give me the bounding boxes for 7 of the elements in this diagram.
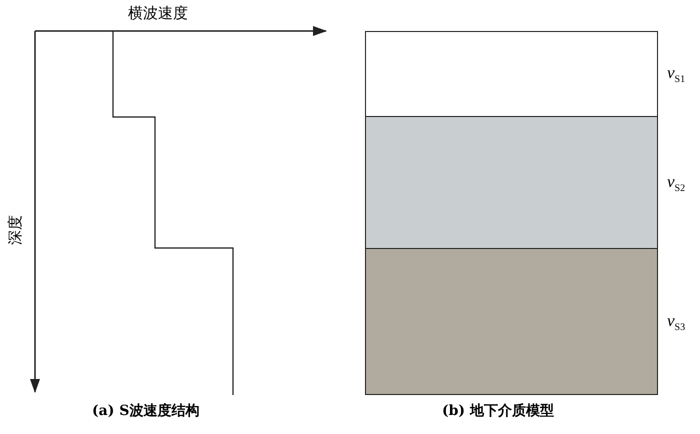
velocity-symbol: v$_{S3}$	[667, 310, 686, 333]
axis-title: 横波速度	[128, 4, 188, 23]
axis-title: 深度	[6, 215, 25, 245]
figure-caption: (a) S波速度结构	[92, 402, 200, 420]
figure-caption: (b) 地下介质模型	[442, 402, 554, 420]
velocity-symbol: v$_{S1}$	[667, 62, 686, 86]
velocity-symbol: v$_{S2}$	[667, 171, 686, 194]
